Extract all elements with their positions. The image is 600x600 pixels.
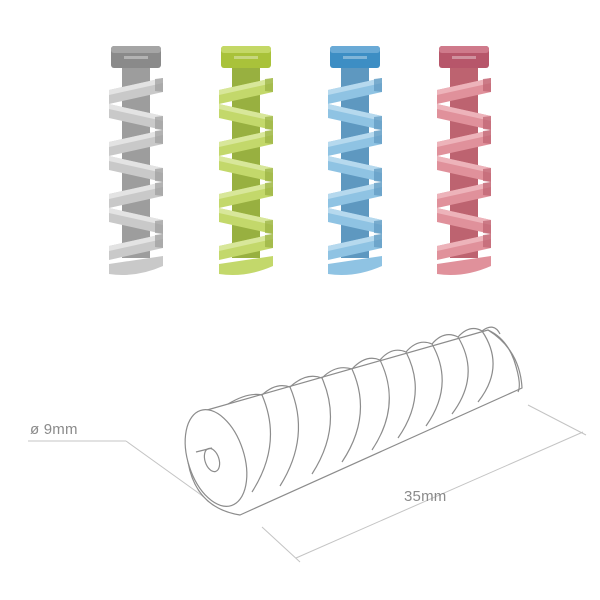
length-extension-line-left (261, 526, 301, 563)
outline-coil-ridge (341, 368, 361, 463)
spiral-green (219, 46, 273, 275)
spiral-coil-highlight (219, 208, 273, 225)
spiral-coil-highlight (328, 130, 382, 147)
length-dimension-line (295, 431, 584, 559)
spiral-end (328, 256, 382, 275)
spiral-end (109, 256, 163, 275)
spiral-coil-shade (483, 168, 491, 182)
spiral-coil-shade (374, 78, 382, 92)
spiral-cap-highlight (221, 46, 271, 53)
spiral-cap-highlight (111, 46, 161, 53)
spiral-cap-logo (343, 56, 367, 59)
spiral-coil-shade (155, 78, 163, 92)
diameter-leader-line (125, 440, 205, 498)
spiral-coil-shade (483, 116, 491, 130)
spiral-coil-highlight (109, 182, 163, 199)
spiral-coil-highlight (328, 182, 382, 199)
spiral-coil-shade (374, 168, 382, 182)
spiral-end (437, 256, 491, 275)
spiral-coil-highlight (219, 104, 273, 121)
spiral-coil-shade (483, 130, 491, 144)
spiral-coil-highlight (219, 234, 273, 251)
diameter-label: ø 9mm (30, 421, 78, 438)
spiral-coil-shade (155, 168, 163, 182)
spiral-coil-shade (155, 130, 163, 144)
spiral-coil-shade (374, 234, 382, 248)
spiral-coil-highlight (219, 130, 273, 147)
spiral-outline (184, 326, 523, 516)
outline-coil-ridge (371, 359, 390, 451)
spiral-end (219, 256, 273, 275)
spiral-coil-shade (265, 220, 273, 234)
spiral-coil-shade (265, 78, 273, 92)
spiral-cap-logo (234, 56, 258, 59)
spiral-coil-highlight (437, 130, 491, 147)
spiral-blue (328, 46, 382, 275)
spiral-coil-shade (483, 78, 491, 92)
spiral-coil-shade (265, 168, 273, 182)
outline-slit (195, 447, 213, 453)
spiral-coil-shade (265, 116, 273, 130)
spiral-coil-shade (374, 130, 382, 144)
outline-coil-ridge (425, 343, 443, 427)
spiral-coil-highlight (437, 182, 491, 199)
outline-coil-ridge (451, 336, 469, 415)
spiral-coil-shade (155, 182, 163, 196)
spiral-coil-shade (374, 220, 382, 234)
dimension-drawing (28, 326, 587, 563)
spiral-coil-shade (265, 182, 273, 196)
spiral-coil-highlight (109, 156, 163, 173)
spiral-coil-highlight (219, 78, 273, 95)
spiral-coil-highlight (109, 208, 163, 225)
spiral-coil-highlight (219, 182, 273, 199)
outline-top-edge (227, 326, 501, 405)
color-variants (109, 46, 491, 275)
outline-coil-ridge (279, 386, 299, 487)
spiral-gray (109, 46, 163, 275)
spiral-coil-shade (483, 220, 491, 234)
outline-rear-end (487, 329, 520, 393)
spiral-cap-highlight (439, 46, 489, 53)
spiral-coil-shade (265, 130, 273, 144)
spiral-coil-shade (155, 234, 163, 248)
spiral-coil-shade (374, 182, 382, 196)
outline-end-face (184, 409, 248, 507)
spiral-coil-highlight (219, 156, 273, 173)
spiral-coil-highlight (109, 104, 163, 121)
spiral-coil-shade (155, 220, 163, 234)
spiral-coil-highlight (328, 156, 382, 173)
spiral-coil-highlight (437, 78, 491, 95)
outline-coil-ridge (311, 377, 331, 475)
spiral-coil-shade (483, 182, 491, 196)
spiral-coil-highlight (437, 234, 491, 251)
spiral-coil-highlight (437, 156, 491, 173)
spiral-coil-highlight (328, 208, 382, 225)
spiral-coil-highlight (328, 78, 382, 95)
spiral-coil-highlight (437, 208, 491, 225)
length-label: 35mm (404, 488, 447, 505)
spiral-pink (437, 46, 491, 275)
spiral-cap-logo (124, 56, 148, 59)
outline-coil-ridge (251, 394, 271, 493)
spiral-coil-highlight (437, 104, 491, 121)
spiral-cap-highlight (330, 46, 380, 53)
outline-coil-ridge (477, 330, 494, 403)
spiral-coil-highlight (109, 78, 163, 95)
spiral-coil-highlight (328, 234, 382, 251)
spiral-cap-logo (452, 56, 476, 59)
spiral-coil-shade (483, 234, 491, 248)
outline-coil-ridge (397, 351, 416, 439)
spiral-coil-shade (265, 234, 273, 248)
spiral-coil-shade (155, 116, 163, 130)
spiral-coil-shade (374, 116, 382, 130)
spiral-coil-highlight (109, 130, 163, 147)
spiral-coil-highlight (109, 234, 163, 251)
length-extension-line-right (527, 404, 587, 436)
spiral-coil-highlight (328, 104, 382, 121)
